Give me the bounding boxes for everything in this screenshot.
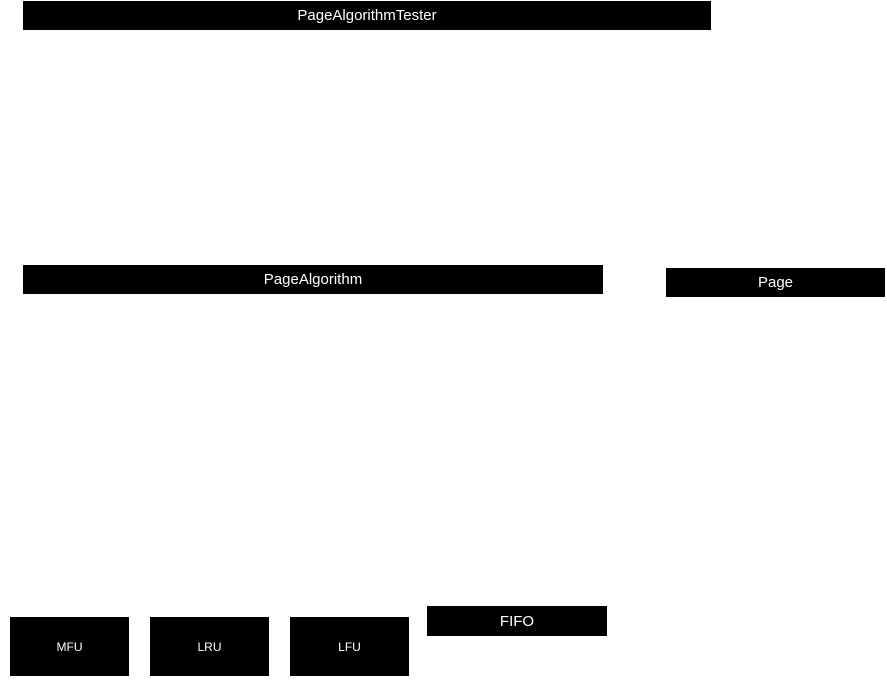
- class-box-page-algorithm-tester: PageAlgorithmTester: [23, 1, 711, 30]
- class-box-page-algorithm: PageAlgorithm: [23, 265, 603, 294]
- class-box-fifo: FIFO: [427, 606, 607, 636]
- class-box-lru: LRU: [150, 617, 269, 676]
- class-box-lfu: LFU: [290, 617, 409, 676]
- class-box-mfu: MFU: [10, 617, 129, 676]
- class-box-page: Page: [666, 268, 885, 297]
